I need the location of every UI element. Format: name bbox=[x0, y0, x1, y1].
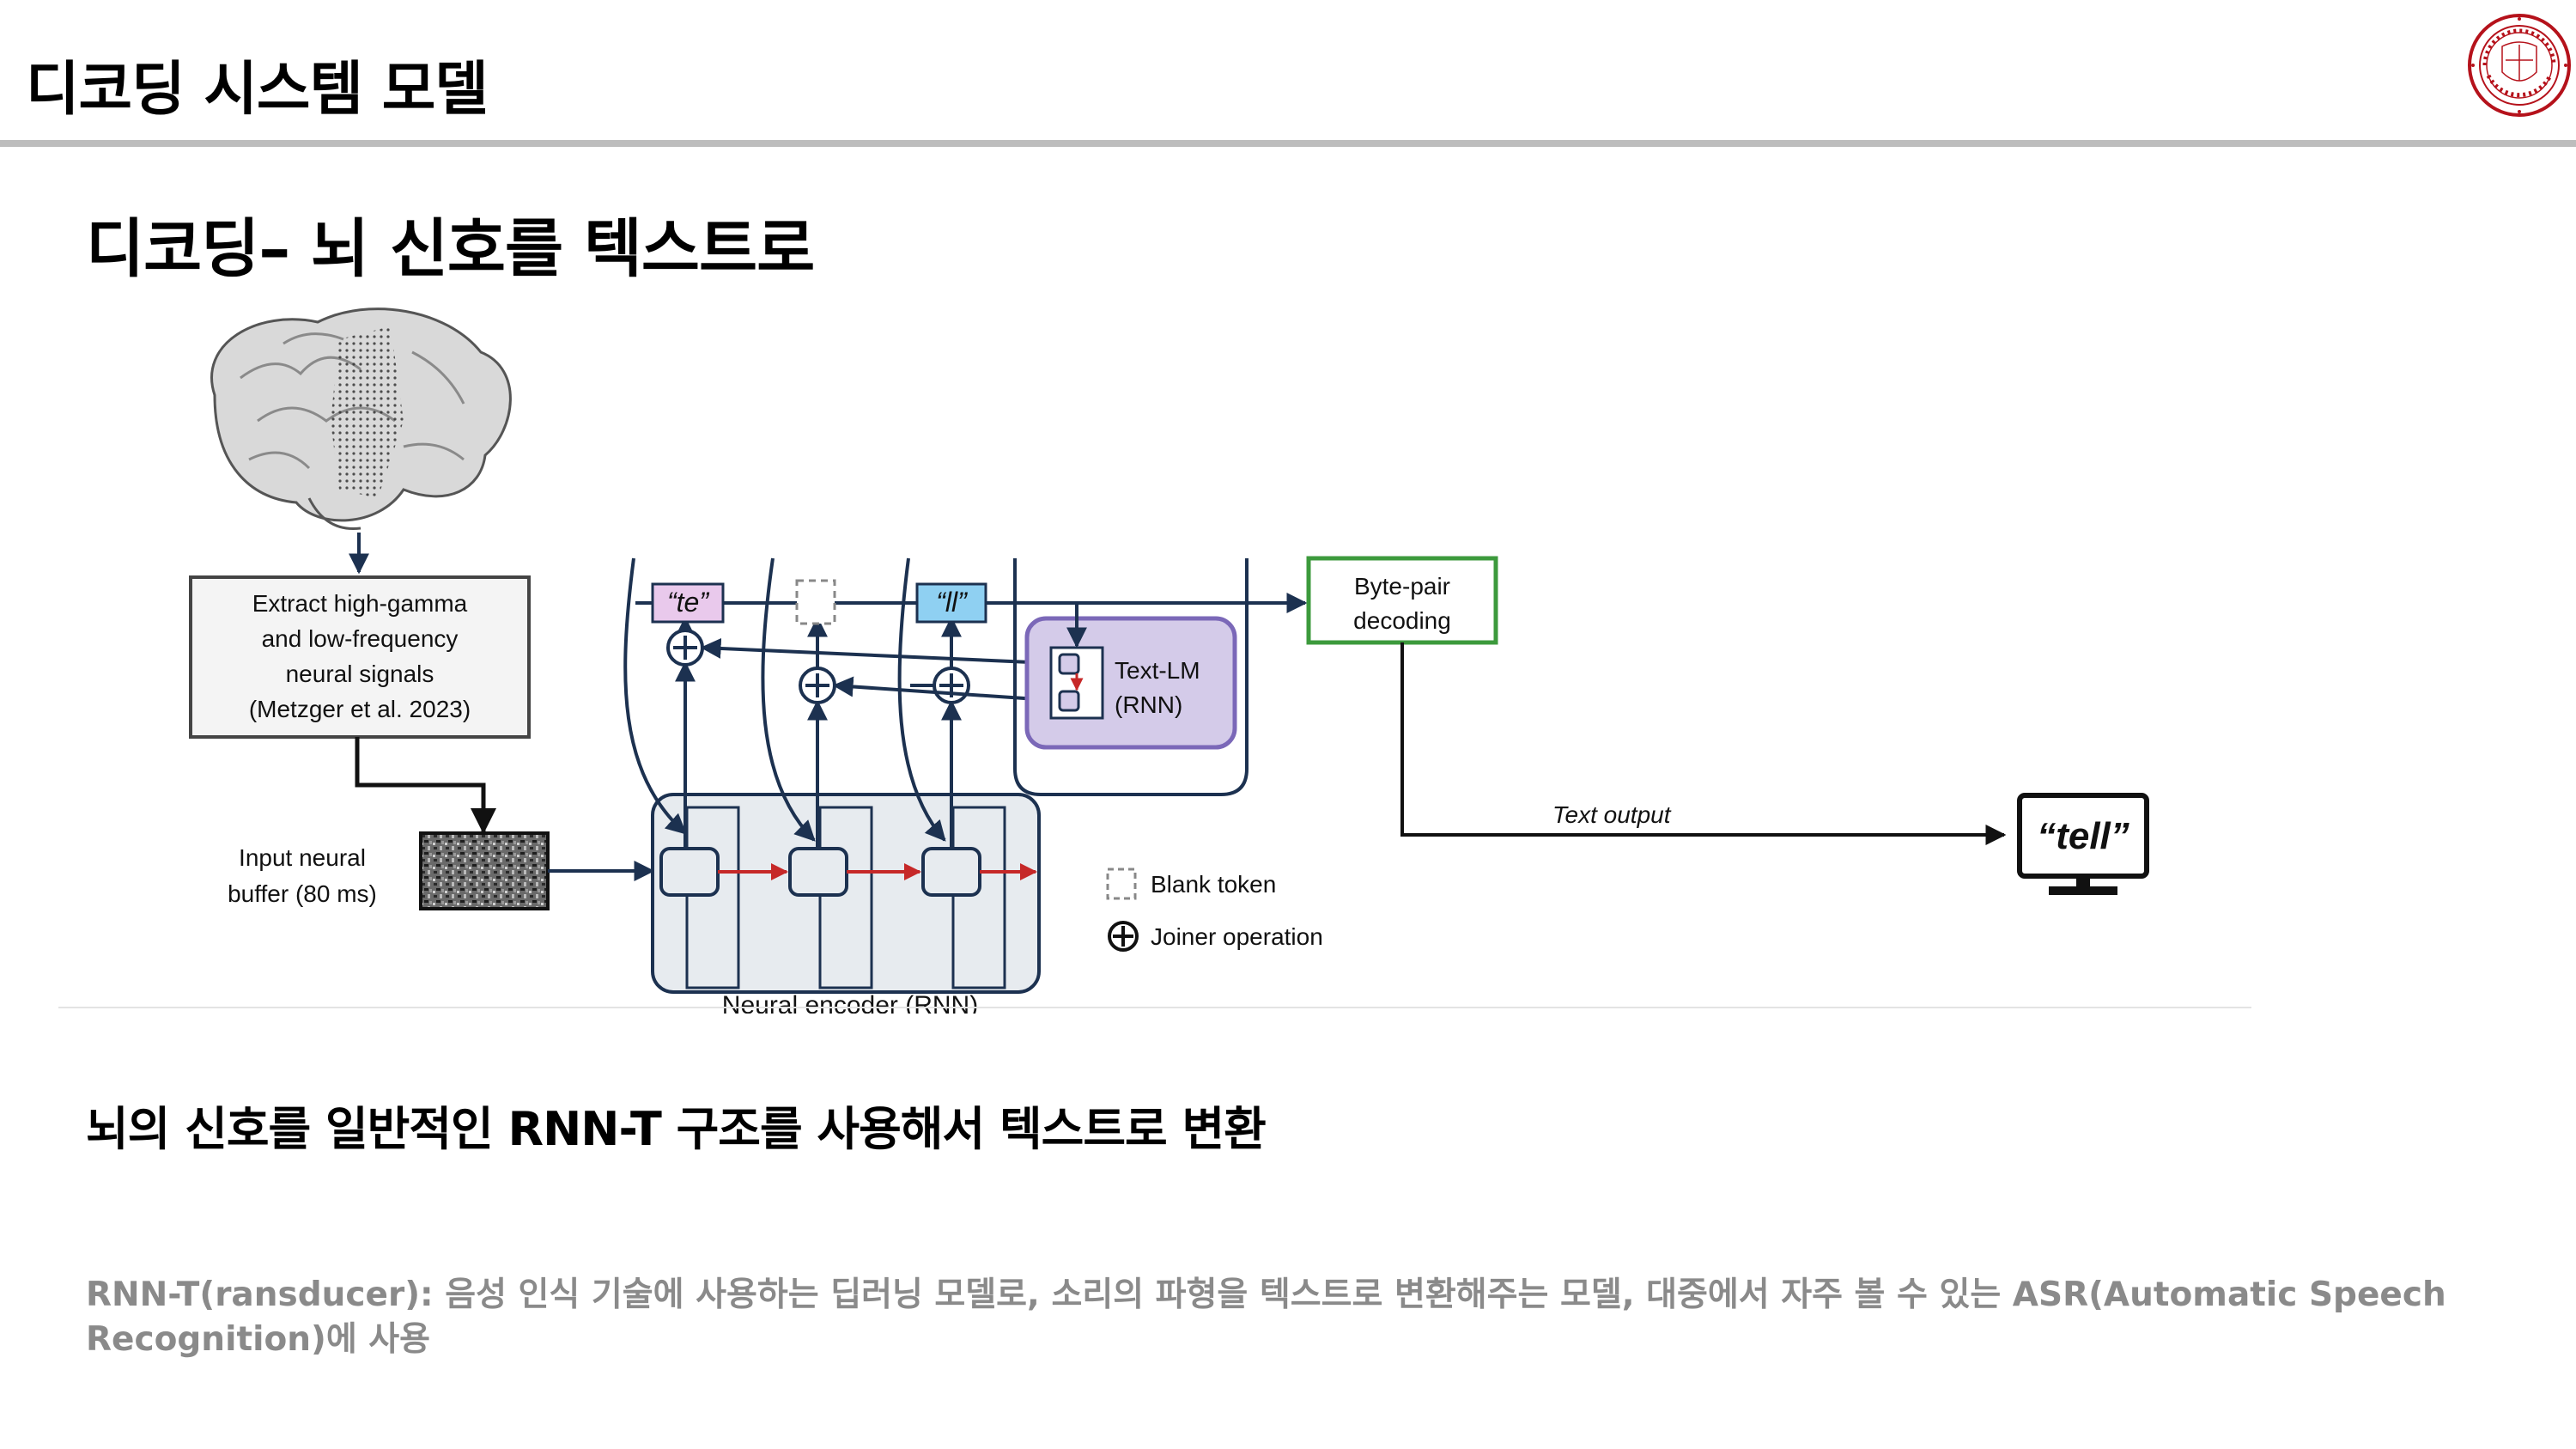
joiner-icon bbox=[1108, 921, 1139, 952]
legend-blank-label: Blank token bbox=[1151, 871, 1276, 898]
slide-title: 디코딩 시스템 모델 bbox=[26, 56, 489, 124]
input-label-2: buffer (80 ms) bbox=[228, 880, 377, 907]
input-label-1: Input neural bbox=[239, 844, 366, 871]
legend-joiner-label: Joiner operation bbox=[1151, 923, 1323, 950]
token-ll: “ll” bbox=[936, 587, 968, 618]
extract-line-1: Extract high-gamma bbox=[252, 590, 468, 617]
university-seal-icon bbox=[2468, 14, 2571, 117]
monitor-icon bbox=[2017, 793, 2149, 895]
figure-divider bbox=[58, 1007, 2251, 1008]
text-output-label: Text output bbox=[1552, 801, 1672, 828]
extract-line-3: neural signals bbox=[286, 661, 434, 687]
monitor-text: “tell” bbox=[2037, 815, 2129, 857]
extract-line-2: and low-frequency bbox=[262, 625, 459, 652]
encoder-label: Neural encoder (RNN) bbox=[722, 991, 978, 1014]
rnn-t-decoding-diagram: Extract high-gamma and low-frequency neu… bbox=[189, 307, 2149, 1014]
brain-icon bbox=[210, 307, 512, 531]
header-divider bbox=[0, 140, 2576, 147]
token-te: “te” bbox=[667, 587, 709, 618]
text-lm-line-1: Text-LM bbox=[1115, 657, 1200, 684]
section-title: 디코딩– 뇌 신호를 텍스트로 bbox=[86, 212, 815, 286]
byte-pair-line-1: Byte-pair bbox=[1354, 573, 1450, 600]
rnn-t-note: RNN-T(ransducer): 음성 인식 기술에 사용하는 딥러닝 모델로… bbox=[86, 1275, 2446, 1359]
extract-line-4: (Metzger et al. 2023) bbox=[249, 696, 471, 722]
summary-text: 뇌의 신호를 일반적인 RNN-T 구조를 사용해서 텍스트로 변환 bbox=[86, 1102, 1267, 1156]
byte-pair-line-2: decoding bbox=[1353, 607, 1451, 634]
text-lm-line-2: (RNN) bbox=[1115, 691, 1182, 718]
